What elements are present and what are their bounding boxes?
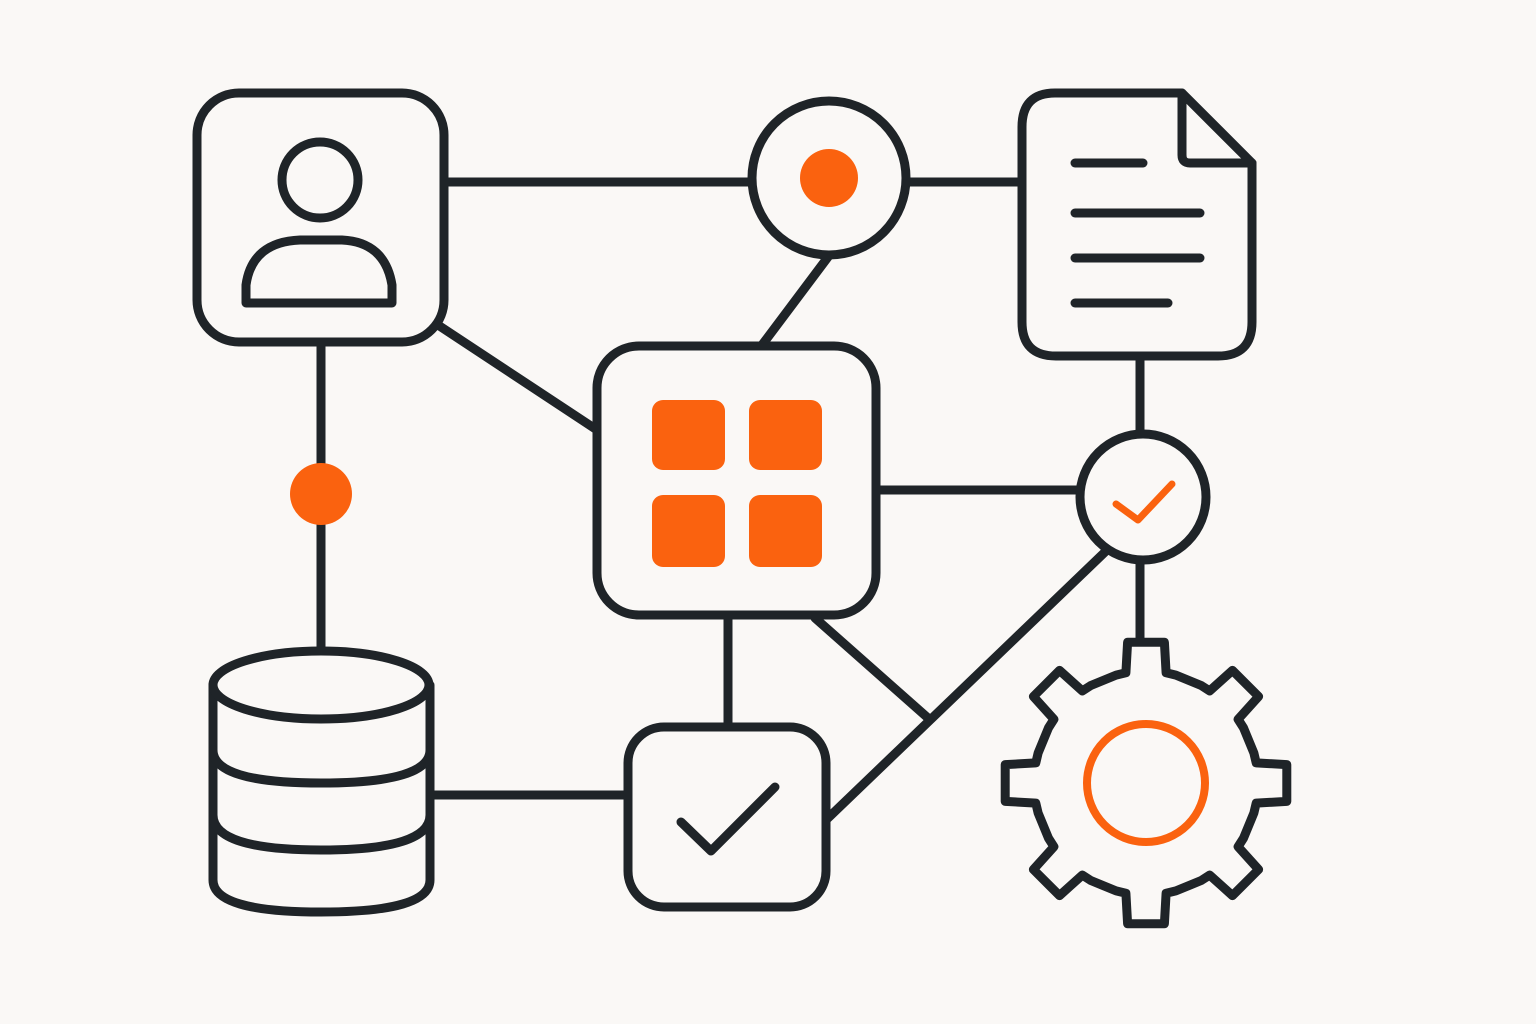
grid-tile [652, 400, 725, 470]
node-dot-icon [747, 96, 911, 260]
checkbox-icon [623, 722, 831, 912]
database-icon [208, 646, 435, 917]
grid-tile [652, 495, 725, 567]
grid-tile [749, 400, 822, 470]
connectors [316, 177, 1145, 825]
connector-check-checkbox [821, 547, 1110, 825]
grid-tile [749, 495, 822, 567]
user-icon [192, 88, 449, 347]
check-circle-icon [1075, 429, 1211, 565]
gear-icon [1000, 637, 1292, 929]
document-icon [1017, 88, 1257, 361]
node-dot [800, 149, 858, 207]
app-grid-icon [592, 341, 881, 620]
connector-user-apps [433, 320, 602, 435]
node-dot-icon [290, 463, 352, 525]
connector-node-apps [757, 252, 833, 350]
connector-apps-junction [810, 613, 933, 723]
